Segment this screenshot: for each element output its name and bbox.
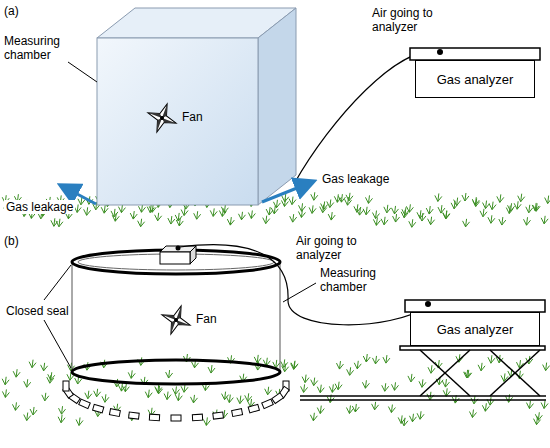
leader-line [44, 265, 71, 300]
tube-inlet [437, 49, 443, 55]
chamber-label: Measuring chamber [320, 266, 386, 294]
box-label: Gas analyzer [437, 322, 514, 337]
analyzer-lid [405, 300, 545, 312]
leakage-label: Gas leakage [320, 172, 391, 186]
seal-label: Closed seal [4, 304, 71, 318]
leak-arrow [262, 182, 312, 202]
fan-symbol [157, 301, 195, 339]
sample-box [160, 246, 196, 265]
tube-label: Air going to analyzer [372, 6, 456, 34]
leader-line [68, 62, 97, 82]
leader-line [44, 320, 71, 368]
tube-inlet [425, 301, 431, 307]
measuring-chamber-cylinder [72, 250, 280, 384]
gas-analyzer-box: Gas analyzer [410, 312, 540, 346]
fan-label: Fan [196, 312, 217, 326]
fan-symbol [143, 99, 181, 137]
box-label: Gas analyzer [437, 72, 514, 87]
panel-letter: (b) [4, 234, 19, 248]
panel-letter: (a) [4, 4, 19, 18]
leader-line [283, 283, 316, 302]
gas-analyzer-box: Gas analyzer [415, 60, 535, 98]
fan-label: Fan [182, 110, 203, 124]
tube-label: Air going to analyzer [296, 234, 380, 262]
leakage-label: Gas leakage [4, 200, 75, 214]
table [300, 346, 546, 400]
chamber-label: Measuring chamber [4, 34, 70, 62]
measuring-chamber-cube [97, 8, 296, 205]
grass [2, 192, 550, 426]
soil-collar [63, 381, 289, 421]
analyzer-lid [410, 48, 540, 60]
